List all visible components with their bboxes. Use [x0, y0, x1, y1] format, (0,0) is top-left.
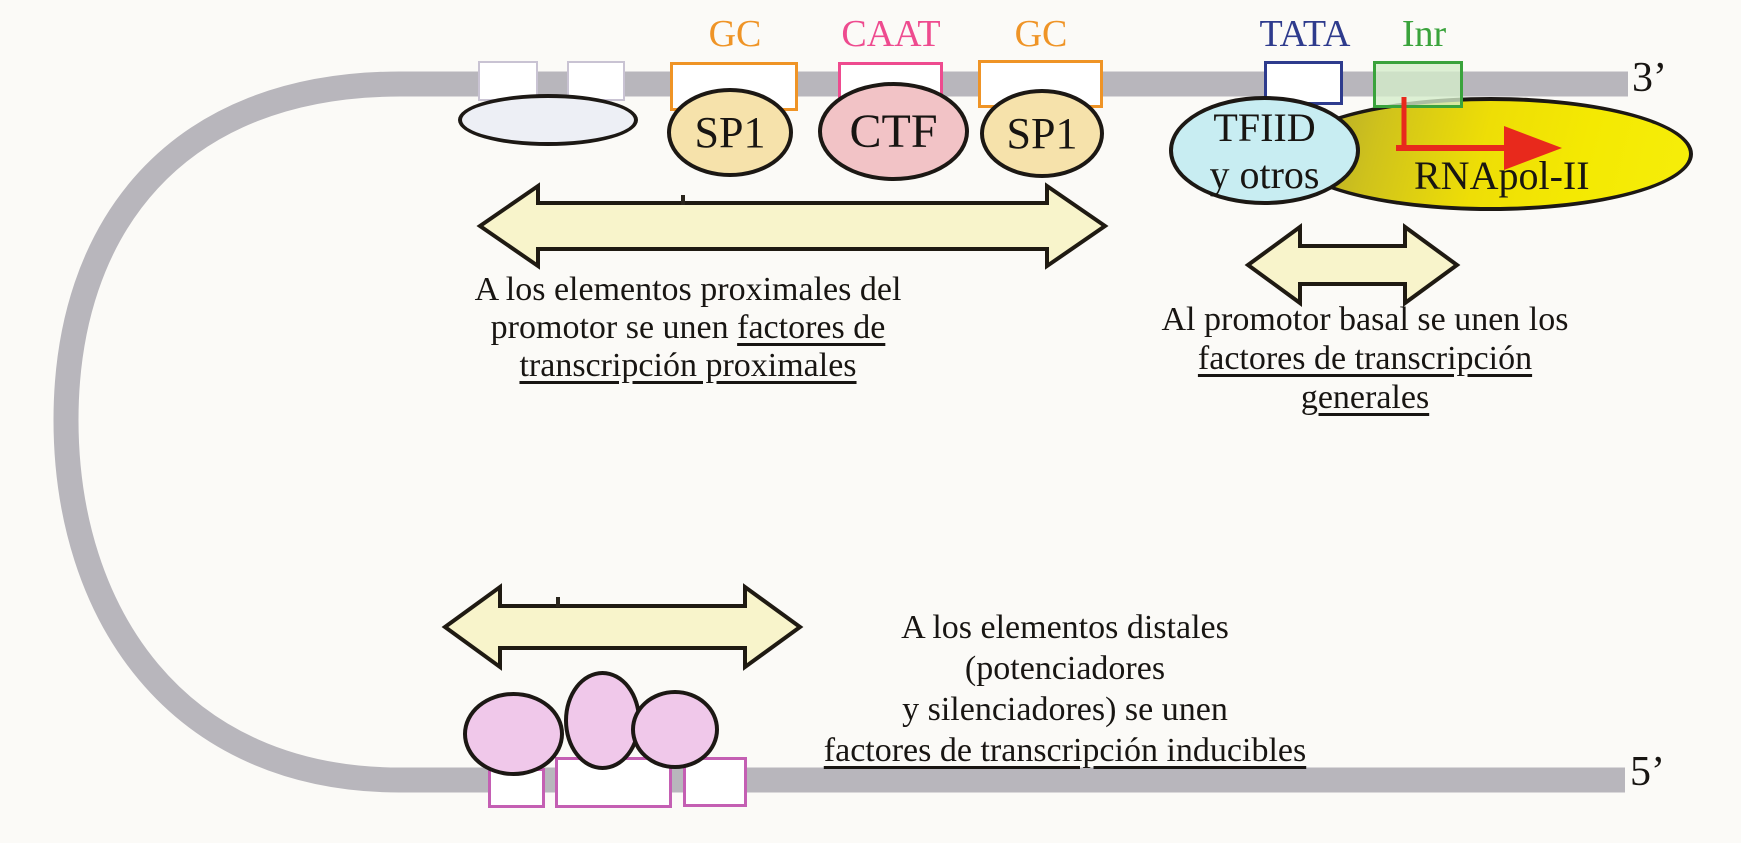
- proximal-line1: A los elementos proximales del: [474, 271, 902, 308]
- inr-box: [1373, 61, 1463, 108]
- distal-line1: A los elementos distales (potenciadores: [901, 609, 1229, 687]
- dna-strand-path: [53, 71, 1628, 793]
- proximal-annotation: A los elementos proximales del promotor …: [408, 271, 968, 385]
- caat-label: CAAT: [841, 13, 941, 55]
- basal-line2: factores de transcripción: [1197, 340, 1533, 377]
- inr-label: Inr: [1401, 13, 1447, 55]
- distal-element-box-3: [683, 757, 747, 807]
- inducible-factor-1: [463, 692, 564, 776]
- generic-factor-ellipse: [458, 94, 638, 146]
- gc-label-1: GC: [708, 13, 762, 55]
- five-prime-label: 5’: [1630, 749, 1665, 795]
- ctf-factor: CTF: [818, 82, 969, 181]
- ctf-label: CTF: [849, 105, 938, 158]
- gc-label-2: GC: [1014, 13, 1068, 55]
- sp1-label-2: SP1: [1006, 109, 1078, 158]
- sp1-label-1: SP1: [694, 108, 766, 157]
- basal-annotation: Al promotor basal se unen los factores d…: [1105, 300, 1625, 417]
- three-prime-label: 3’: [1632, 55, 1667, 101]
- tata-box: [1264, 61, 1343, 105]
- tfiid-label-line2: y otros: [1209, 151, 1320, 197]
- distal-line3: factores de transcripción inducibles: [823, 732, 1307, 769]
- tata-label: TATA: [1259, 13, 1351, 55]
- sp1-factor-2: SP1: [980, 89, 1104, 178]
- proximal-line2: promotor se unen factores de: [490, 309, 886, 346]
- distal-line2: y silenciadores) se unen: [902, 691, 1228, 728]
- tfiid-label-line1: TFIID: [1213, 104, 1316, 150]
- tfiid-factor: TFIID y otros: [1169, 96, 1360, 205]
- proximal-line3: transcripción proximales: [519, 347, 857, 384]
- rnapol-label: RNApol-II: [1414, 153, 1590, 198]
- basal-line3: generales: [1300, 379, 1430, 416]
- basal-line1: Al promotor basal se unen los: [1161, 301, 1569, 338]
- sp1-factor-1: SP1: [667, 88, 793, 177]
- inducible-factor-3: [631, 690, 719, 769]
- distal-annotation: A los elementos distales (potenciadores …: [800, 607, 1330, 771]
- inducible-factor-2: [564, 671, 641, 770]
